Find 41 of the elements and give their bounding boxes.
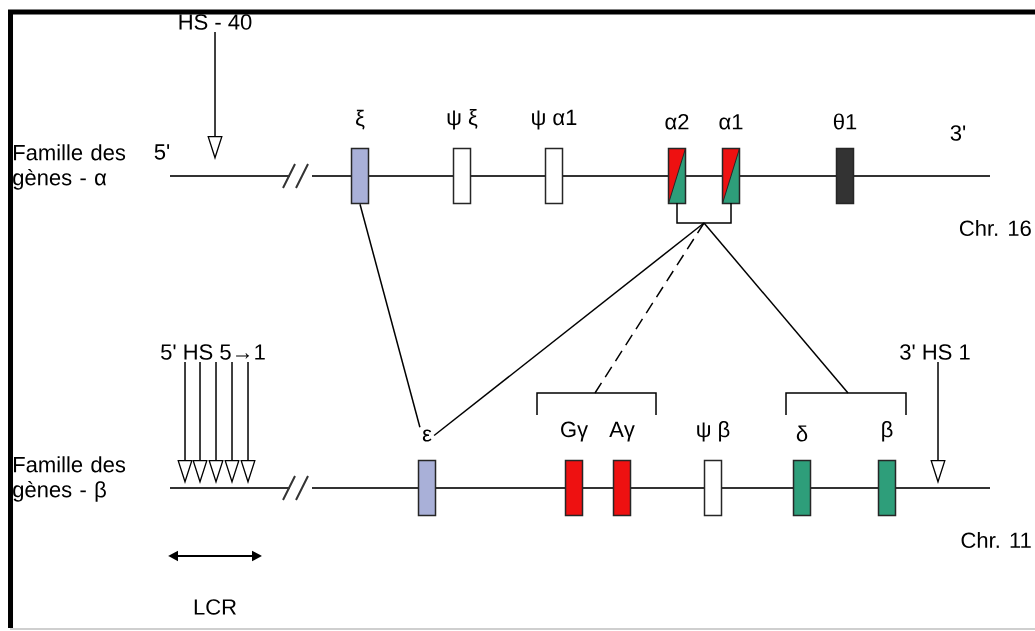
gene-box: Aγ bbox=[609, 421, 635, 517]
text-label: 5' bbox=[154, 144, 170, 160]
gene-box: ψ ξ bbox=[447, 109, 478, 205]
family-label: Famille des gènes - β bbox=[13, 456, 126, 502]
node-label: θ1 bbox=[833, 113, 857, 130]
node-label: ε bbox=[422, 429, 432, 442]
node-label: δ bbox=[796, 425, 808, 442]
node-label: ψ α1 bbox=[532, 109, 577, 130]
gene-box: α1 bbox=[719, 114, 743, 205]
node-label: β bbox=[882, 421, 893, 442]
node-label: ψ β bbox=[697, 421, 730, 442]
node-label: ψ ξ bbox=[447, 109, 478, 130]
gene-box: Gγ bbox=[561, 421, 588, 517]
chromosome-label: Chr. 11 bbox=[961, 531, 1031, 549]
gene-box: β bbox=[877, 421, 897, 517]
node-label: ξ bbox=[356, 109, 365, 130]
gene-box: ψ α1 bbox=[532, 109, 577, 205]
connector-line bbox=[359, 203, 421, 429]
site-label: 5' HS 5→1 bbox=[161, 344, 265, 360]
node-label: Gγ bbox=[561, 421, 588, 442]
gene-box: α2 bbox=[665, 113, 689, 205]
chromosome-label: Chr. 16 bbox=[959, 219, 1031, 237]
site-label: 3' HS 1 bbox=[900, 344, 970, 360]
gene-box: ψ β bbox=[697, 421, 730, 517]
node-label: α2 bbox=[665, 113, 689, 130]
text-label: LCR bbox=[194, 599, 236, 615]
node-label: α1 bbox=[719, 114, 743, 130]
connector-line bbox=[433, 222, 705, 437]
text-label: 3' bbox=[950, 125, 966, 141]
gene-box: ξ bbox=[350, 109, 370, 205]
gene-box: δ bbox=[792, 425, 812, 517]
family-label: Famille des gènes - α bbox=[13, 144, 126, 190]
connector-line bbox=[703, 222, 849, 394]
connector-line bbox=[594, 222, 705, 394]
bracket bbox=[536, 392, 657, 416]
bracket bbox=[785, 392, 907, 416]
site-label: HS - 40 bbox=[179, 14, 252, 30]
bracket bbox=[676, 202, 732, 224]
gene-box: θ1 bbox=[833, 113, 857, 205]
gene-box: ε bbox=[417, 429, 437, 517]
node-label: Aγ bbox=[609, 421, 635, 442]
